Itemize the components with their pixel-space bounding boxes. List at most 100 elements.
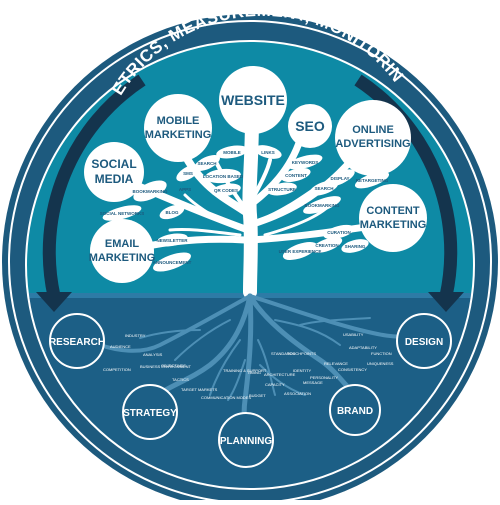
planning-label: PLANNING (220, 436, 272, 447)
left-arrow-head (36, 292, 72, 312)
social-media-line1: SOCIAL (91, 157, 136, 171)
leaf-label-search: SEARCH (197, 161, 216, 166)
online-advertising-line1: ONLINE (352, 124, 394, 136)
mobile-marketing-line1: MOBILE (157, 115, 200, 127)
email-marketing-bubble (90, 219, 154, 283)
strategy-label: STRATEGY (123, 408, 177, 419)
leaf (153, 252, 191, 272)
leaf (216, 145, 248, 159)
tree-roots (98, 293, 412, 433)
seo-bubble (288, 104, 332, 148)
leaf-label-location-based: LOCATION BASED (203, 174, 244, 179)
email-marketing-line2: MARKETING (89, 252, 156, 264)
leaf (102, 205, 142, 221)
root-label-industry: INDUSTRY (125, 333, 146, 338)
root-label-target-markets: TARGET MARKETS (181, 387, 218, 392)
leaf (354, 171, 390, 189)
root-label-timing: TIMING (247, 370, 261, 375)
email-marketing-line1: EMAIL (105, 238, 140, 250)
leaf-label-newsletter: NEWSLETTER (157, 238, 189, 243)
root-label-audience: AUDIENCE (110, 344, 131, 349)
leaf (156, 233, 188, 247)
inner-ring-line (25, 40, 475, 490)
leaf-label-apps: APPS (179, 187, 191, 192)
root-label-analysis: ANALYSIS (143, 352, 163, 357)
leaf (309, 180, 339, 196)
leaf-label-blog: BLOG (166, 210, 179, 215)
root-label-capacity: CAPACITY (265, 382, 285, 387)
leaf (311, 237, 343, 253)
leaf (159, 204, 185, 220)
root-label-usability: USABILITY (343, 332, 364, 337)
root-label-uniqueness: UNIQUENESS (367, 361, 394, 366)
leaf-label-content: CONTENT (285, 173, 307, 178)
leaf-label-curation: CURATION (327, 230, 350, 235)
root-label-objectives: OBJECTIVES (161, 363, 186, 368)
design-label: DESIGN (405, 337, 443, 348)
root-label-standards: STANDARDS (271, 351, 296, 356)
leaf (254, 145, 282, 159)
strategy-node (122, 384, 178, 440)
leaf-label-mobile: MOBILE (223, 150, 241, 155)
root-label-consistency: CONSISTENCY (338, 367, 367, 372)
brand-label: BRAND (337, 406, 373, 417)
leaf-label-qr-codes: QR CODES (214, 188, 238, 193)
root-label-competition: COMPETITION (103, 367, 131, 372)
leaf-label-links: LINKS (261, 150, 275, 155)
leaf (194, 154, 220, 172)
content-marketing-bubble (359, 184, 427, 252)
leaf (282, 241, 318, 261)
leaf-label-announcement: ANNOUNCEMENT (153, 260, 192, 265)
root-label-architecture: ARCHITECTURE (264, 372, 296, 377)
root-label-budget: BUDGET (249, 393, 266, 398)
mobile-marketing-bubble (144, 94, 212, 162)
social-media-line2: MEDIA (95, 172, 134, 186)
root-label-association: ASSOCIATION (284, 391, 311, 396)
leaf (176, 164, 200, 182)
website-bubble (219, 66, 287, 134)
research-node (49, 313, 105, 369)
root-label-message: MESSAGE (303, 380, 323, 385)
leaf (281, 168, 311, 182)
leaf-label-keywords: KEYWORDS (292, 160, 319, 165)
online-advertising-bubble (335, 100, 411, 176)
leaf (303, 196, 341, 214)
leaf (341, 239, 369, 253)
leaf-label-social-networks: SOCIAL NETWORKS (100, 211, 144, 216)
content-marketing-line1: CONTENT (366, 205, 419, 217)
root-label-touchpoints: TOUCHPOINTS (287, 351, 316, 356)
leaf-label-user-experience: USER EXPERIENCE (279, 249, 322, 254)
design-node (396, 313, 452, 369)
leaf (205, 168, 241, 184)
planning-node (218, 412, 274, 468)
content-marketing-line2: MARKETING (360, 219, 427, 231)
seo-label: SEO (295, 118, 325, 134)
root-label-personality: PERSONALITY (310, 375, 338, 380)
left-cycle-arrow (42, 74, 146, 298)
online-advertising-line2: ADVERTISING (335, 138, 410, 150)
root-label-communication-modes: COMMUNICATION MODES (201, 395, 251, 400)
leaf-label-sms: SMS (183, 171, 193, 176)
leaf (211, 183, 241, 197)
leaf-label-structure: STRUCTURE (268, 187, 296, 192)
root-label-tactics: TACTICS (172, 377, 189, 382)
website-label: WEBSITE (221, 92, 285, 108)
leaf-label-retargeting: RETARGETING (356, 178, 389, 183)
root-label-business-environment: BUSINESS ENVIRONMENT (140, 364, 191, 369)
research-label: RESEARCH (49, 337, 105, 348)
root-label-training-support: TRAINING & SUPPORT (223, 368, 267, 373)
leaf-label-display: DISPLAY (330, 176, 349, 181)
leaf (287, 154, 323, 170)
leaves (102, 145, 390, 272)
root-label-relevance: RELEVANCE (324, 361, 348, 366)
leaf-label-bookmarking-2: BOOKMARKING (305, 203, 340, 208)
root-label-identity: IDENTITY (293, 368, 312, 373)
leaf-label-creation: CREATION (315, 243, 338, 248)
root-label-adaptability: ADAPTABILITY (349, 345, 377, 350)
leaf-label-bookmarking: BOOKMARKING (133, 189, 168, 194)
brand-node (329, 384, 381, 436)
mobile-marketing-line2: MARKETING (145, 129, 212, 141)
leaf-label-sharing: SHARING (345, 244, 366, 249)
